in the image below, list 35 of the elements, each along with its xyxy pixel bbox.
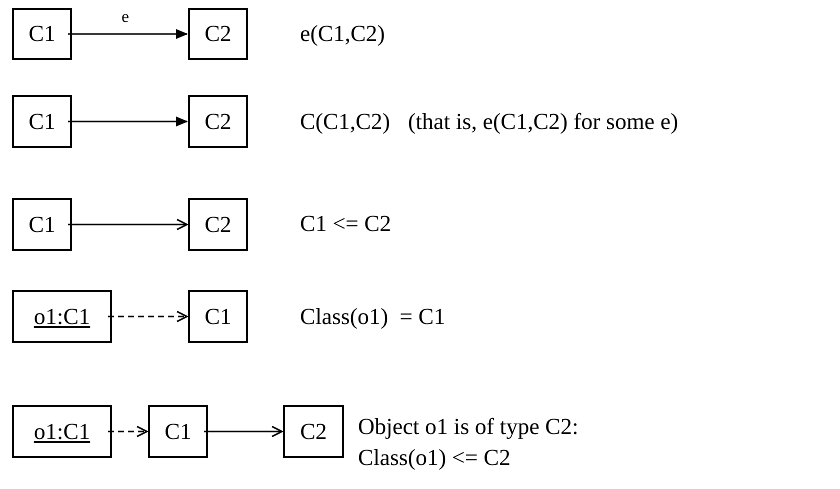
arrow xyxy=(204,426,283,438)
object-name: o1:C1 xyxy=(34,418,90,444)
dashed-arrow xyxy=(108,426,148,438)
class-name: C1 xyxy=(28,21,56,47)
class-name: C1 xyxy=(28,212,56,238)
class-box xyxy=(12,8,72,60)
annotation-text: C1 <= C2 xyxy=(300,212,392,235)
class-name: C2 xyxy=(204,108,232,134)
annotation-text: C(C1,C2) xyxy=(300,110,390,133)
annotation-text: Class(o1) = C1 xyxy=(300,305,446,328)
annotation-text: Class(o1) <= C2 xyxy=(358,446,510,469)
arrow xyxy=(68,218,188,230)
annotation-text: Object o1 is of type C2: xyxy=(358,415,578,438)
class-box xyxy=(12,405,112,458)
arrow xyxy=(68,29,188,39)
class-box xyxy=(12,290,112,343)
class-box xyxy=(188,290,248,343)
class-name: C2 xyxy=(204,212,232,238)
arrow xyxy=(68,116,188,126)
class-box xyxy=(12,198,72,251)
class-box xyxy=(148,405,208,458)
annotation-text: e(C1,C2) xyxy=(300,22,385,45)
class-box xyxy=(188,95,248,148)
class-name: C2 xyxy=(204,21,232,47)
class-name: C1 xyxy=(164,418,192,444)
class-name: C1 xyxy=(28,108,56,134)
class-box xyxy=(283,405,344,458)
class-box xyxy=(188,8,248,60)
annotation-text: (that is, e(C1,C2) for some e) xyxy=(408,110,678,133)
class-name: C2 xyxy=(300,418,327,444)
class-name: C1 xyxy=(204,304,232,330)
dashed-arrow xyxy=(108,310,188,322)
object-name: o1:C1 xyxy=(34,304,90,330)
class-box xyxy=(188,198,248,251)
class-box xyxy=(12,95,72,148)
